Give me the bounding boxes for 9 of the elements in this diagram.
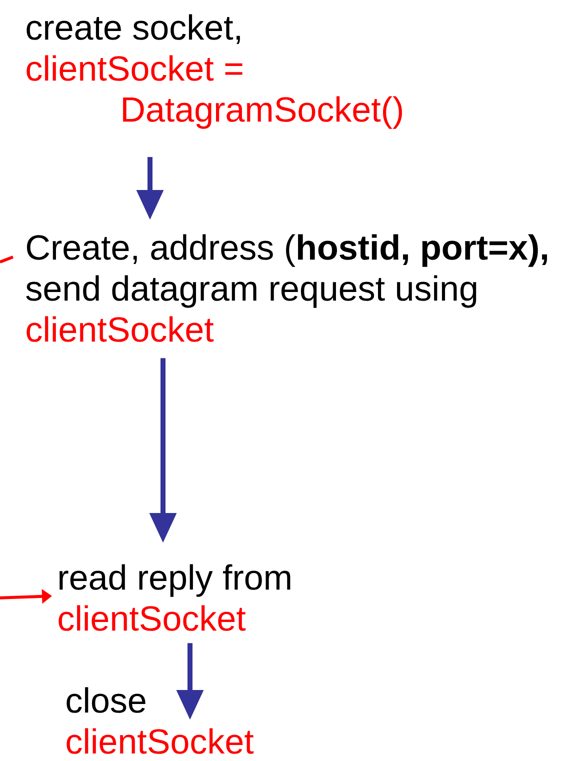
step-text: create socket, <box>26 14 240 44</box>
step-text: Create, address (hostid, port=x), <box>26 234 547 267</box>
code-text: clientSocket <box>26 316 214 342</box>
step-text: read reply from <box>60 564 290 597</box>
code-text: clientSocket <box>66 728 254 754</box>
code-text: clientSocket <box>58 605 246 631</box>
code-text: clientSocket = DatagramSocket() <box>26 55 402 129</box>
step-text: close <box>66 687 146 713</box>
step-text: send datagram request using <box>26 275 476 308</box>
